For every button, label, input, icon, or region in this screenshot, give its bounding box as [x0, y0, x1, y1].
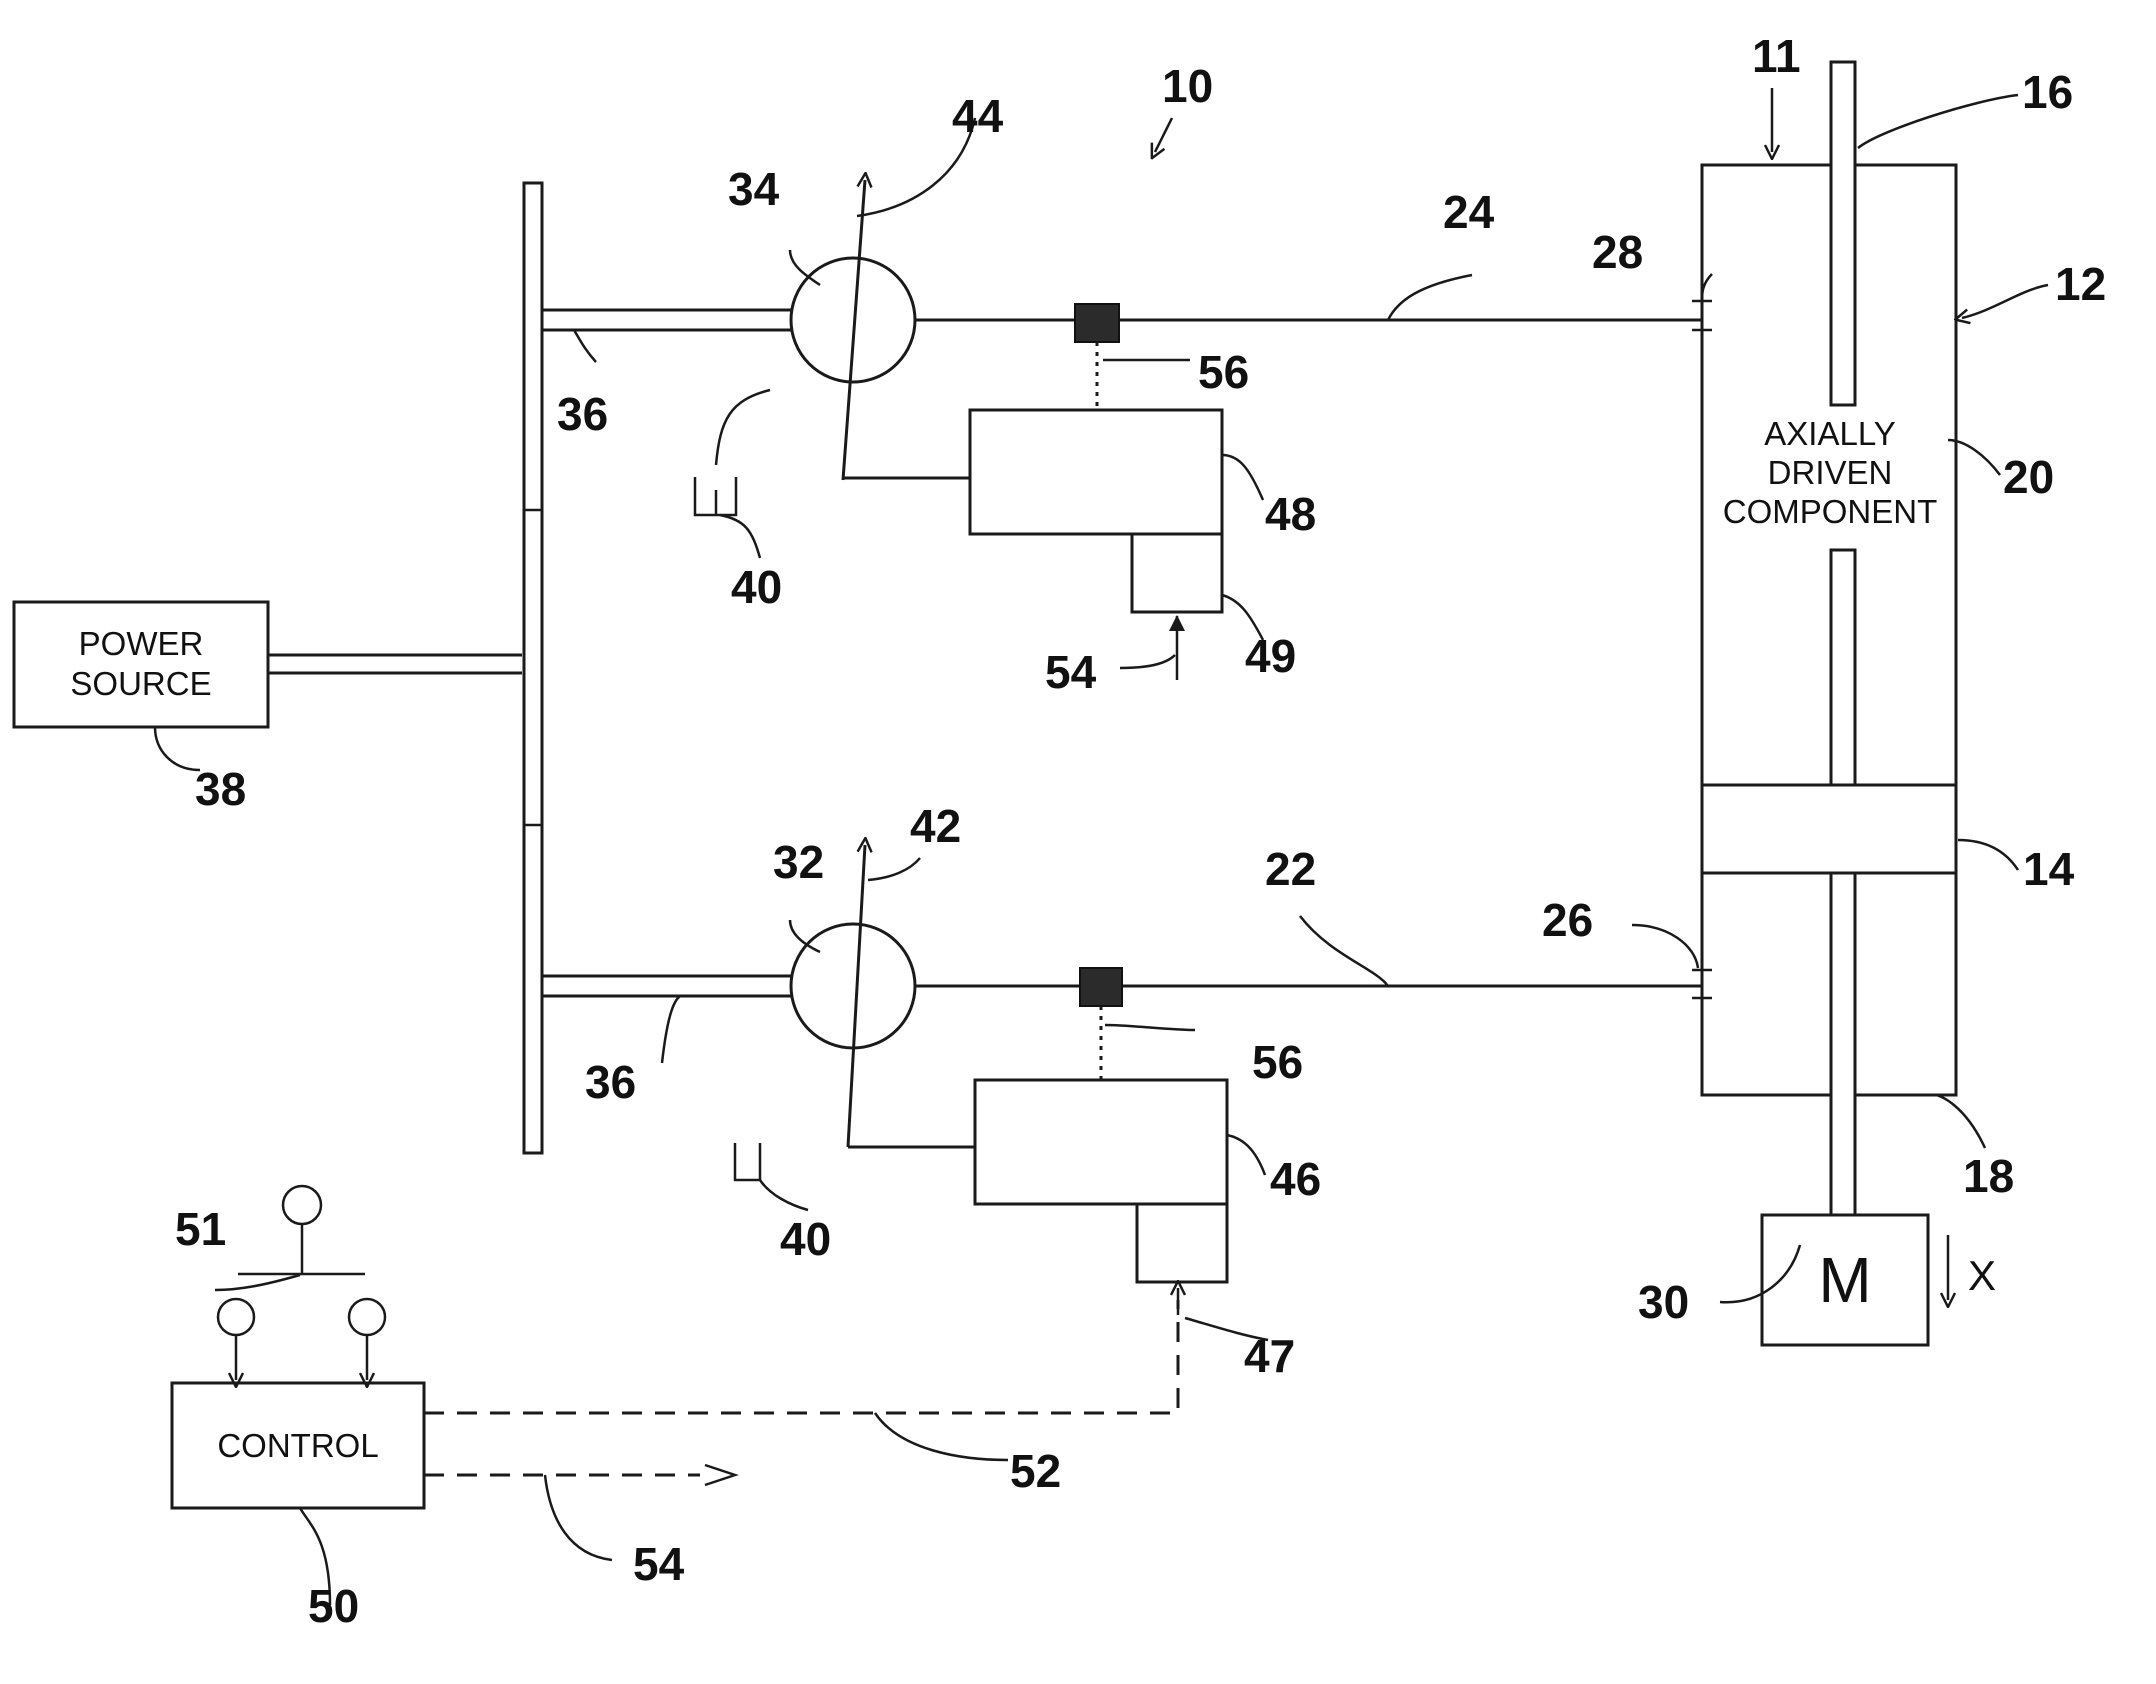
- ref-36-lower: 36: [585, 1056, 636, 1108]
- direction-label: X: [1968, 1252, 1996, 1299]
- upper-pump-shaft: [542, 310, 800, 330]
- valve-49: [1132, 534, 1222, 612]
- rod-16: [1831, 62, 1855, 405]
- actuator-46: [975, 1080, 1227, 1204]
- ref-54-upper: 54: [1045, 646, 1097, 698]
- ref-49: 49: [1245, 630, 1296, 682]
- ref-44: 44: [952, 90, 1004, 142]
- component-label-line3: COMPONENT: [1723, 493, 1938, 530]
- ref-11: 11: [1752, 30, 1801, 82]
- power-source-box: POWER SOURCE: [14, 602, 268, 727]
- tank-40-upper: [695, 477, 736, 515]
- ref-40-lower: 40: [780, 1213, 831, 1265]
- ref-48: 48: [1265, 488, 1316, 540]
- ref-22: 22: [1265, 843, 1316, 895]
- signal-54-arrowhead: [705, 1465, 735, 1485]
- joystick-51: [238, 1186, 365, 1274]
- control-label: CONTROL: [217, 1427, 378, 1464]
- cylinder-12: AXIALLY DRIVEN COMPONENT: [1702, 62, 1956, 1215]
- lower-pump-shaft: [542, 976, 800, 996]
- power-source-label-line2: SOURCE: [70, 665, 211, 702]
- control-box: CONTROL: [172, 1383, 424, 1508]
- ref-52: 52: [1010, 1445, 1061, 1497]
- ref-40-upper: 40: [731, 561, 782, 613]
- rod-lower: [1831, 550, 1855, 785]
- input-sensors: [218, 1299, 385, 1380]
- distribution-shaft: [524, 183, 542, 1153]
- ref-51: 51: [175, 1203, 226, 1255]
- ref-16: 16: [2022, 66, 2073, 118]
- power-source-label-line1: POWER: [79, 625, 204, 662]
- sensor-56-upper: [1075, 304, 1119, 342]
- main-drive-shaft: [268, 655, 522, 673]
- ref-56-upper: 56: [1198, 346, 1249, 398]
- ref-47: 47: [1244, 1330, 1295, 1382]
- ref-14: 14: [2023, 843, 2075, 895]
- ref-24: 24: [1443, 186, 1495, 238]
- ref-32: 32: [773, 836, 824, 888]
- piston-14: [1702, 785, 1956, 873]
- actuator-48: [970, 410, 1222, 534]
- ref-10: 10: [1162, 60, 1213, 112]
- ref-34: 34: [728, 163, 780, 215]
- rod-to-motor: [1831, 873, 1855, 1215]
- component-label-line1: AXIALLY: [1764, 415, 1895, 452]
- ref-26: 26: [1542, 894, 1593, 946]
- ref-56-lower: 56: [1252, 1036, 1303, 1088]
- ref-12: 12: [2055, 258, 2106, 310]
- motor-label: M: [1818, 1244, 1871, 1316]
- ref-18: 18: [1963, 1150, 2014, 1202]
- motor-30: M: [1762, 1215, 1928, 1345]
- ref-42: 42: [910, 800, 961, 852]
- ref-36-upper: 36: [557, 388, 608, 440]
- sensor-56-lower: [1080, 968, 1122, 1006]
- ref-50: 50: [308, 1580, 359, 1632]
- valve-47: [1137, 1204, 1227, 1282]
- ref-30: 30: [1638, 1276, 1689, 1328]
- pump-32: [791, 924, 915, 1048]
- ref-28: 28: [1592, 226, 1643, 278]
- component-label-line2: DRIVEN: [1768, 454, 1893, 491]
- ref-54-lower: 54: [633, 1538, 685, 1590]
- ref-46: 46: [1270, 1153, 1321, 1205]
- tank-40-lower: [735, 1143, 760, 1180]
- ref-20: 20: [2003, 451, 2054, 503]
- signal-line-52: [424, 1300, 1178, 1413]
- ref-38: 38: [195, 763, 246, 815]
